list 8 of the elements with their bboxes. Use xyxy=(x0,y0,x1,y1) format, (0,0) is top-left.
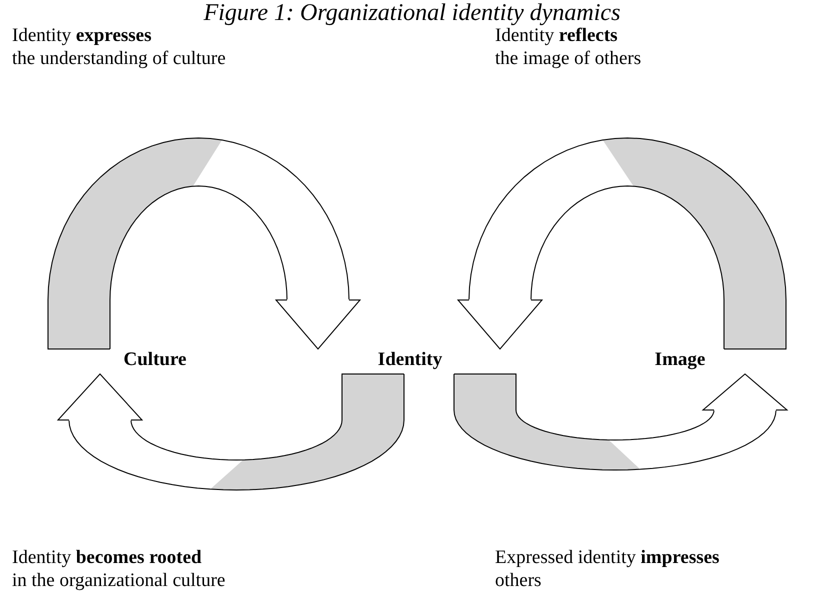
figure-title: Figure 1: Organizational identity dynamics xyxy=(202,0,622,27)
annotation-text: Identity expresses the understanding of culture xyxy=(12,25,226,70)
annotation-text: Identity reflects the image of others xyxy=(495,25,642,70)
node-label: Identity xyxy=(360,349,460,374)
annotation-text: Identity becomes rooted in the organizational culture xyxy=(12,546,226,592)
annotation-text: Expressed identity impresses others xyxy=(495,546,720,592)
node-label: Culture xyxy=(105,349,205,374)
node-label: Image xyxy=(630,349,730,374)
